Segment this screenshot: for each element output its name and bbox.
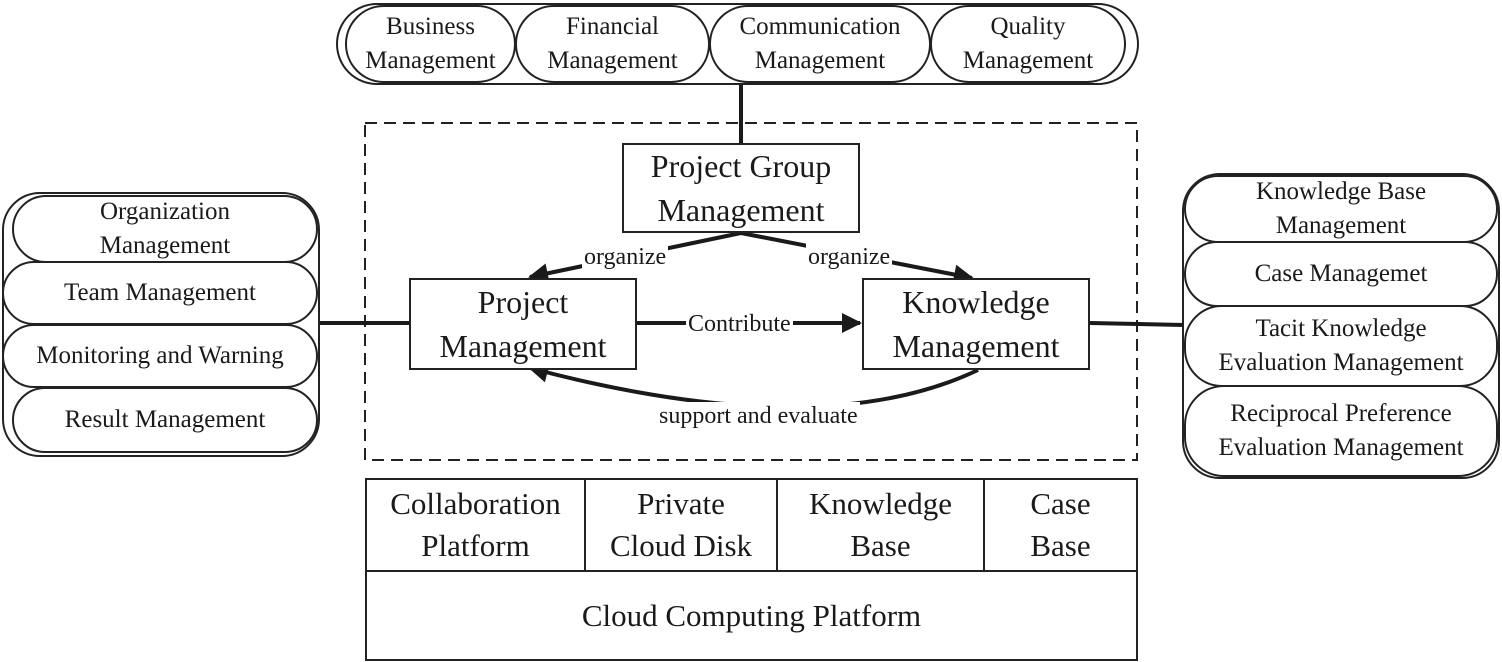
platform-table	[365, 478, 1138, 661]
organization-management-item: Organization Management	[12, 195, 318, 263]
team-management-item: Team Management	[2, 261, 318, 325]
communication-management-item: Communication Management	[709, 5, 931, 83]
reciprocal-preference-evaluation-item: Reciprocal Preference Evaluation Managem…	[1184, 385, 1498, 477]
project-group-management-box: Project Group Management	[622, 143, 860, 233]
right-module-group	[1182, 173, 1500, 479]
case-management-item: Case Managemet	[1184, 241, 1498, 307]
contribute-label: Contribute	[686, 310, 793, 338]
knowledge-management-box: Knowledge Management	[862, 278, 1090, 370]
platform-divider	[365, 570, 1138, 572]
result-management-item: Result Management	[12, 387, 318, 453]
cell-divider-3	[983, 478, 985, 571]
cell-divider-2	[776, 478, 778, 571]
top-module-group	[336, 3, 1139, 85]
left-module-group	[2, 192, 320, 457]
collaboration-platform-cell: Collaboration Platform	[390, 486, 561, 563]
core-boundary	[364, 122, 1138, 461]
organize-left-label: organize	[582, 243, 669, 271]
cloud-computing-platform-cell: Cloud Computing Platform	[581, 597, 922, 633]
organize-right-label: organize	[806, 243, 893, 271]
right-connector	[1089, 321, 1185, 327]
knowledge-base-cell: Knowledge Base	[809, 486, 952, 563]
case-base-cell: Case Base	[1030, 486, 1091, 563]
project-management-box: Project Management	[409, 278, 637, 370]
cell-divider-1	[584, 478, 586, 571]
tacit-knowledge-evaluation-item: Tacit Knowledge Evaluation Management	[1184, 305, 1498, 387]
quality-management-item: Quality Management	[930, 5, 1126, 83]
business-management-item: Business Management	[345, 5, 516, 83]
monitoring-warning-item: Monitoring and Warning	[2, 324, 318, 388]
support-evaluate-label: support and evaluate	[657, 402, 860, 430]
financial-management-item: Financial Management	[515, 5, 710, 83]
private-cloud-disk-cell: Private Cloud Disk	[609, 486, 753, 563]
knowledge-base-management-item: Knowledge Base Management	[1184, 175, 1498, 243]
